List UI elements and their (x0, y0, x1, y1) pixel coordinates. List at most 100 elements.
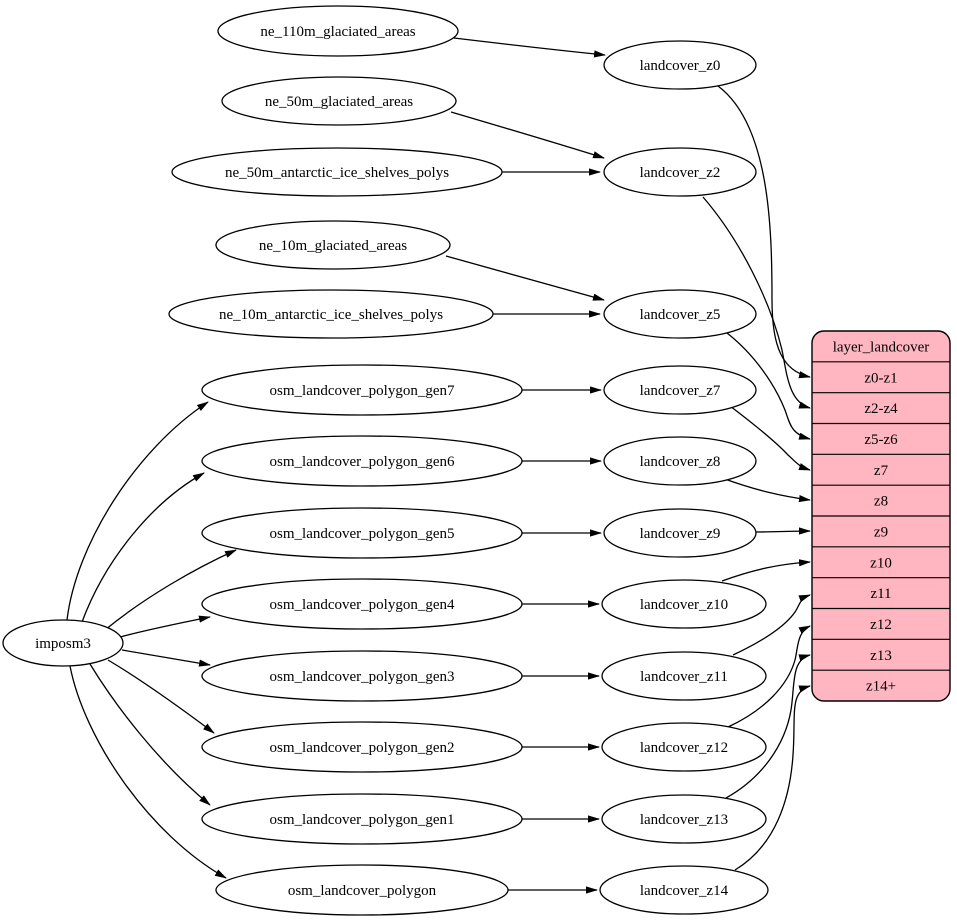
edge-landcover_z7--layer_landcover-z7 (729, 405, 811, 471)
node-label-osm_landcover_polygon_gen6: osm_landcover_polygon_gen6 (270, 454, 455, 470)
edge-landcover_z14--layer_landcover-z14+ (734, 685, 811, 871)
node-landcover_z7: landcover_z7 (603, 365, 757, 415)
edge-imposm3--osm_landcover_polygon_gen1 (89, 663, 211, 806)
node-ne_50m_glaciated_areas: ne_50m_glaciated_areas (221, 76, 457, 126)
node-ellipse-ne_50m_glaciated_areas (221, 76, 457, 126)
node-label-landcover_z13: landcover_z13 (640, 812, 728, 828)
node-label-landcover_z8: landcover_z8 (640, 454, 721, 470)
record-row-z13: z13 (870, 648, 892, 664)
node-ne_50m_antarctic_ice_shelves_polys: ne_50m_antarctic_ice_shelves_polys (171, 147, 503, 197)
node-osm_landcover_polygon_gen4: osm_landcover_polygon_gen4 (201, 578, 523, 630)
node-ellipse-osm_landcover_polygon_gen3 (201, 650, 523, 702)
edge-landcover_z8--layer_landcover-z8 (721, 477, 811, 503)
node-label-osm_landcover_polygon_gen3: osm_landcover_polygon_gen3 (270, 669, 455, 685)
node-ellipse-landcover_z8 (603, 436, 757, 486)
node-label-osm_landcover_polygon_gen5: osm_landcover_polygon_gen5 (270, 526, 455, 542)
node-ne_10m_glaciated_areas: ne_10m_glaciated_areas (215, 220, 451, 270)
node-label-landcover_z11: landcover_z11 (640, 669, 728, 685)
node-label-landcover_z5: landcover_z5 (640, 307, 721, 323)
record-row-z7: z7 (874, 463, 889, 479)
edge-landcover_z2--layer_landcover-z2-z4 (702, 196, 811, 409)
node-ellipse-ne_110m_glaciated_areas (217, 5, 459, 57)
node-label-imposm3: imposm3 (35, 636, 91, 652)
record-row-z14+: z14+ (866, 679, 896, 695)
nodes-layer: imposm3 ne_110m_glaciated_areas ne_50m_gla… (2, 5, 769, 916)
node-ellipse-osm_landcover_polygon_gen5 (201, 507, 523, 559)
node-ellipse-imposm3 (2, 619, 124, 667)
node-label-ne_110m_glaciated_areas: ne_110m_glaciated_areas (260, 24, 415, 40)
record-row-z11: z11 (870, 586, 891, 602)
edges-layer (66, 37, 811, 894)
node-landcover_z5: landcover_z5 (603, 289, 757, 339)
edge-imposm3--osm_landcover_polygon_gen6 (81, 472, 205, 623)
node-osm_landcover_polygon_gen2: osm_landcover_polygon_gen2 (201, 721, 523, 773)
node-label-ne_50m_glaciated_areas: ne_50m_glaciated_areas (265, 94, 413, 110)
node-ellipse-osm_landcover_polygon_gen6 (201, 435, 523, 487)
node-ellipse-osm_landcover_polygon_gen4 (201, 578, 523, 630)
node-osm_landcover_polygon_gen7: osm_landcover_polygon_gen7 (201, 364, 523, 416)
record-row-z12: z12 (870, 617, 892, 633)
record-row-z5-z6: z5-z6 (864, 432, 898, 448)
node-landcover_z10: landcover_z10 (601, 579, 767, 629)
node-label-osm_landcover_polygon_gen4: osm_landcover_polygon_gen4 (270, 597, 455, 613)
node-landcover_z9: landcover_z9 (603, 508, 757, 558)
node-ellipse-osm_landcover_polygon_gen1 (201, 793, 523, 845)
node-osm_landcover_polygon: osm_landcover_polygon (215, 864, 509, 916)
node-landcover_z14: landcover_z14 (599, 865, 769, 915)
edge-ne_110m_glaciated_areas--landcover_z0 (453, 37, 606, 58)
node-label-ne_50m_antarctic_ice_shelves_polys: ne_50m_antarctic_ice_shelves_polys (225, 165, 449, 181)
record-layer: layer_landcoverz0-z1z2-z4z5-z6z7z8z9z10z… (811, 330, 951, 702)
node-label-ne_10m_antarctic_ice_shelves_polys: ne_10m_antarctic_ice_shelves_polys (219, 307, 443, 323)
node-ellipse-osm_landcover_polygon_gen2 (201, 721, 523, 773)
node-osm_landcover_polygon_gen1: osm_landcover_polygon_gen1 (201, 793, 523, 845)
node-label-landcover_z14: landcover_z14 (640, 883, 729, 899)
node-ellipse-landcover_z11 (601, 651, 767, 701)
node-label-landcover_z7: landcover_z7 (640, 383, 721, 399)
node-ellipse-landcover_z2 (603, 147, 757, 197)
edge-landcover_z11--layer_landcover-z11 (732, 594, 811, 656)
node-landcover_z8: landcover_z8 (603, 436, 757, 486)
node-label-landcover_z9: landcover_z9 (640, 526, 721, 542)
node-ellipse-landcover_z12 (601, 722, 767, 772)
node-label-landcover_z2: landcover_z2 (640, 165, 721, 181)
edge-imposm3--osm_landcover_polygon_gen3 (121, 649, 211, 667)
node-ellipse-landcover_z14 (599, 865, 769, 915)
node-ne_10m_antarctic_ice_shelves_polys: ne_10m_antarctic_ice_shelves_polys (168, 289, 494, 339)
node-ellipse-ne_50m_antarctic_ice_shelves_polys (171, 147, 503, 197)
node-label-osm_landcover_polygon: osm_landcover_polygon (288, 883, 437, 899)
edge-imposm3--osm_landcover_polygon (69, 665, 227, 879)
edge-landcover_z12--layer_landcover-z12 (727, 625, 811, 728)
node-label-landcover_z10: landcover_z10 (640, 597, 728, 613)
edge-imposm3--osm_landcover_polygon_gen7 (66, 401, 209, 621)
node-osm_landcover_polygon_gen5: osm_landcover_polygon_gen5 (201, 507, 523, 559)
node-landcover_z13: landcover_z13 (601, 794, 767, 844)
record-row-z8: z8 (874, 494, 888, 510)
edge-imposm3--osm_landcover_polygon_gen2 (107, 659, 215, 734)
node-osm_landcover_polygon_gen3: osm_landcover_polygon_gen3 (201, 650, 523, 702)
node-osm_landcover_polygon_gen6: osm_landcover_polygon_gen6 (201, 435, 523, 487)
record-row-z10: z10 (870, 555, 892, 571)
node-ne_110m_glaciated_areas: ne_110m_glaciated_areas (217, 5, 459, 57)
node-landcover_z2: landcover_z2 (603, 147, 757, 197)
record-row-z0-z1: z0-z1 (864, 370, 897, 386)
node-label-ne_10m_glaciated_areas: ne_10m_glaciated_areas (259, 238, 407, 254)
node-ellipse-landcover_z13 (601, 794, 767, 844)
edge-imposm3--osm_landcover_polygon_gen5 (104, 549, 237, 631)
edge-landcover_z13--layer_landcover-z13 (725, 654, 811, 799)
node-ellipse-landcover_z10 (601, 579, 767, 629)
node-imposm3: imposm3 (2, 619, 124, 667)
record-row-z2-z4: z2-z4 (864, 401, 898, 417)
node-ellipse-landcover_z5 (603, 289, 757, 339)
node-ellipse-landcover_z9 (603, 508, 757, 558)
node-ellipse-osm_landcover_polygon_gen7 (201, 364, 523, 416)
node-ellipse-landcover_z0 (603, 40, 757, 90)
record-title: layer_landcover (833, 339, 930, 355)
node-landcover_z11: landcover_z11 (601, 651, 767, 701)
edge-landcover_z5--layer_landcover-z5-z6 (726, 332, 811, 440)
node-label-osm_landcover_polygon_gen7: osm_landcover_polygon_gen7 (270, 383, 455, 399)
node-ellipse-ne_10m_antarctic_ice_shelves_polys (168, 289, 494, 339)
edge-imposm3--osm_landcover_polygon_gen4 (119, 615, 211, 638)
node-ellipse-osm_landcover_polygon (215, 864, 509, 916)
node-label-osm_landcover_polygon_gen1: osm_landcover_polygon_gen1 (270, 812, 455, 828)
